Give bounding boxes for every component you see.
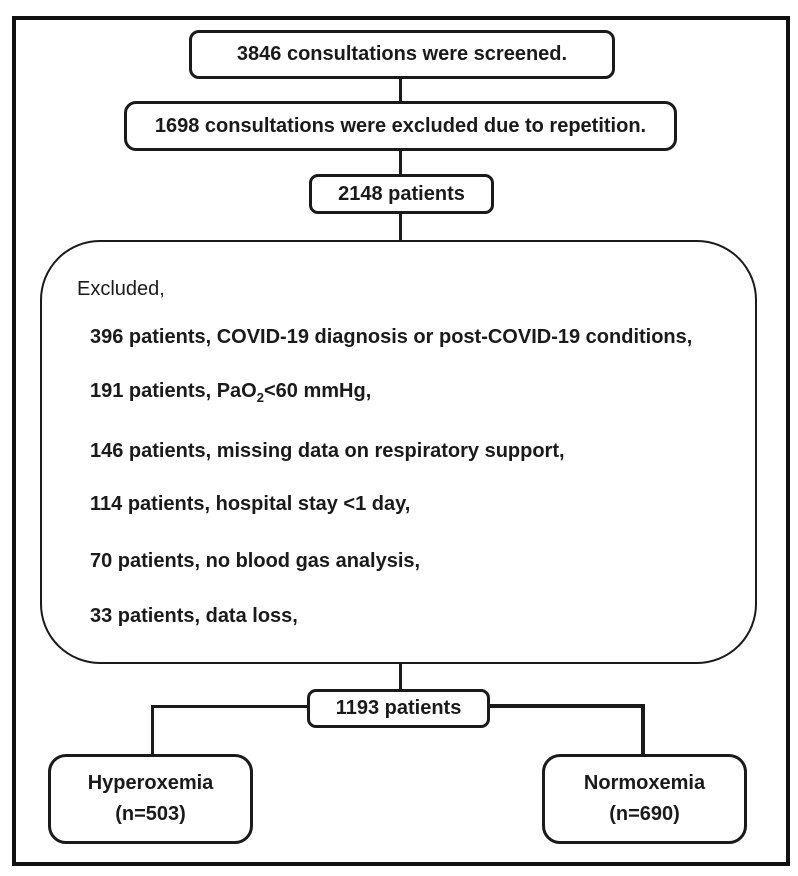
normoxemia-group-box: Normoxemia (n=690) — [542, 754, 747, 844]
patients-2148-box: 2148 patients — [309, 174, 494, 214]
exclusion-item-covid: 396 patients, COVID-19 diagnosis or post… — [90, 326, 693, 348]
connector-right-horizontal — [489, 704, 645, 708]
connector-right-vertical — [641, 704, 645, 755]
hyperoxemia-label: Hyperoxemia — [87, 771, 214, 794]
exclusions-box: Excluded, 396 patients, COVID-19 diagnos… — [40, 240, 757, 664]
connector-2148-to-exclusions — [399, 213, 402, 241]
hyperoxemia-count: (n=503) — [115, 803, 186, 826]
connector-left-vertical — [151, 705, 154, 755]
exclusions-title: Excluded, — [77, 278, 165, 300]
exclusion-item-missing-data: 146 patients, missing data on respirator… — [90, 440, 565, 462]
exclusion-item-hospital-stay: 114 patients, hospital stay <1 day, — [90, 493, 411, 515]
normoxemia-count: (n=690) — [609, 803, 680, 826]
hyperoxemia-group-box: Hyperoxemia (n=503) — [48, 754, 253, 844]
connector-left-horizontal — [151, 705, 308, 708]
screened-text: 3846 consultations were screened. — [236, 43, 568, 65]
connector-repetition-to-2148 — [399, 150, 402, 175]
patients-1193-text: 1193 patients — [335, 697, 462, 719]
connector-screened-to-repetition — [399, 78, 402, 102]
exclusion-item-data-loss: 33 patients, data loss, — [90, 605, 298, 627]
exclusion-item-pao2-subscript: 2 — [256, 390, 264, 405]
connector-exclusions-to-1193 — [399, 663, 402, 691]
patients-2148-text: 2148 patients — [338, 182, 465, 205]
normoxemia-label: Normoxemia — [583, 771, 706, 794]
outer-frame — [12, 16, 790, 866]
exclusion-item-pao2: 191 patients, PaO2<60 mmHg, — [90, 380, 372, 405]
screened-box: 3846 consultations were screened. — [189, 30, 615, 79]
exclusion-item-pao2-post: <60 mmHg, — [263, 380, 372, 402]
excluded-repetition-box: 1698 consultations were excluded due to … — [124, 101, 677, 151]
exclusion-item-pao2-pre: 191 patients, PaO — [90, 380, 257, 402]
exclusion-item-no-blood-gas: 70 patients, no blood gas analysis, — [90, 550, 421, 572]
excluded-repetition-text: 1698 consultations were excluded due to … — [154, 114, 647, 137]
patients-1193-box: 1193 patients — [307, 689, 490, 728]
